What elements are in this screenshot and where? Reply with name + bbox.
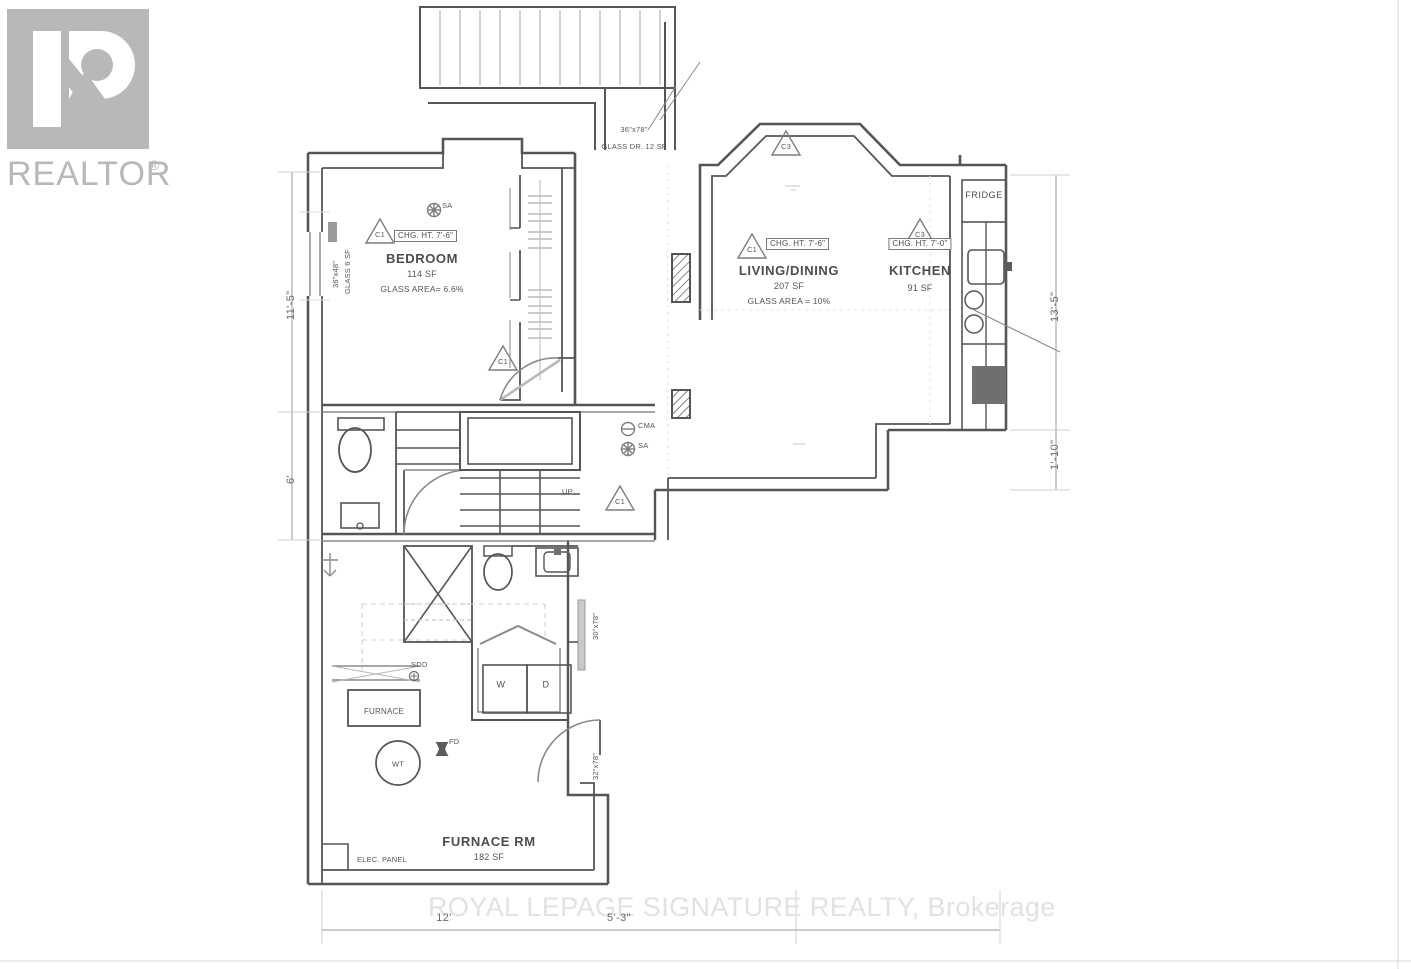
realtor-wordmark: REALTOR [7, 155, 172, 193]
co-alarm-label: CMA [638, 421, 656, 430]
realtor-watermark: REALTOR ® [7, 9, 170, 199]
brokerage-watermark: ROYAL LEPAGE SIGNATURE REALTY, Brokerage [428, 892, 1056, 922]
realtor-registered-mark: ® [149, 157, 160, 173]
glass-door-size-label: 36"x78" [620, 125, 648, 134]
living-dining-glass-label: GLASS AREA = 10% [747, 296, 831, 306]
dimension-left-lower: 6' [285, 474, 297, 484]
marker-c1-bedroom-door-label: C1 [498, 357, 508, 366]
bedroom-ceiling-height: CHG. HT. 7'-6" [394, 230, 458, 242]
bedroom-name-label: BEDROOM [385, 251, 459, 266]
furnace-room-area-label: 182 SF [473, 852, 505, 862]
floor-drain-label: FD [449, 737, 460, 746]
bedroom-window-size-label: 36"x48" [331, 260, 340, 288]
kitchen-name-label: KITCHEN [889, 263, 951, 278]
living-ceiling-height: CHG. HT. 7'-6" [766, 238, 830, 250]
bedroom-window-glass-label: GLASS 6 SF [343, 249, 352, 294]
marker-c1-bedroom-label: C1 [375, 230, 385, 239]
elec-panel-label: ELEC. PANEL [357, 855, 407, 864]
realtor-logo-icon [7, 9, 149, 149]
dimension-right-upper: 13'-5" [1049, 291, 1061, 322]
furnace-door-size-label: 32"x78" [591, 752, 600, 780]
sdd-label: SDD [411, 660, 428, 669]
fridge-label: FRIDGE [965, 190, 1003, 200]
water-tank-label: WT [391, 759, 405, 769]
glass-door-area-label: GLASS DR. 12 SF [601, 142, 667, 151]
dimension-left-upper: 11'-5" [285, 290, 297, 320]
bath-door-size-label: 30"x78" [591, 612, 600, 640]
bedroom-area-label: 114 SF [407, 269, 437, 279]
dimension-bottom-left: 12' [436, 912, 452, 924]
marker-c3-kitchen-label: C3 [915, 230, 925, 239]
stairs-up-label: UP [562, 487, 573, 496]
dryer-label: D [542, 679, 550, 690]
dimension-right-lower: 1'-10" [1049, 439, 1061, 470]
smoke-alarm-hall-label: SA [638, 441, 649, 450]
marker-c3-living-label: C3 [781, 142, 791, 151]
smoke-alarm-bedroom-label: SA [442, 201, 453, 210]
kitchen-ceiling-height: CHG. HT. 7'-0" [888, 238, 952, 250]
bedroom-glass-label: GLASS AREA= 6.6% [380, 284, 464, 294]
living-dining-name-label: LIVING/DINING [738, 263, 840, 278]
furnace-unit-label: FURNACE [363, 707, 405, 716]
marker-c1-stairs-label: C1 [615, 497, 625, 506]
kitchen-area-label: 91 SF [907, 283, 933, 293]
realtor-r-glyph [33, 31, 135, 127]
living-dining-area-label: 207 SF [773, 281, 805, 291]
furnace-room-name-label: FURNACE RM [442, 834, 536, 849]
dimension-bottom-right: 5'-3" [607, 912, 631, 924]
washer-label: W [496, 679, 506, 690]
marker-c1-living-label: C1 [747, 245, 757, 254]
